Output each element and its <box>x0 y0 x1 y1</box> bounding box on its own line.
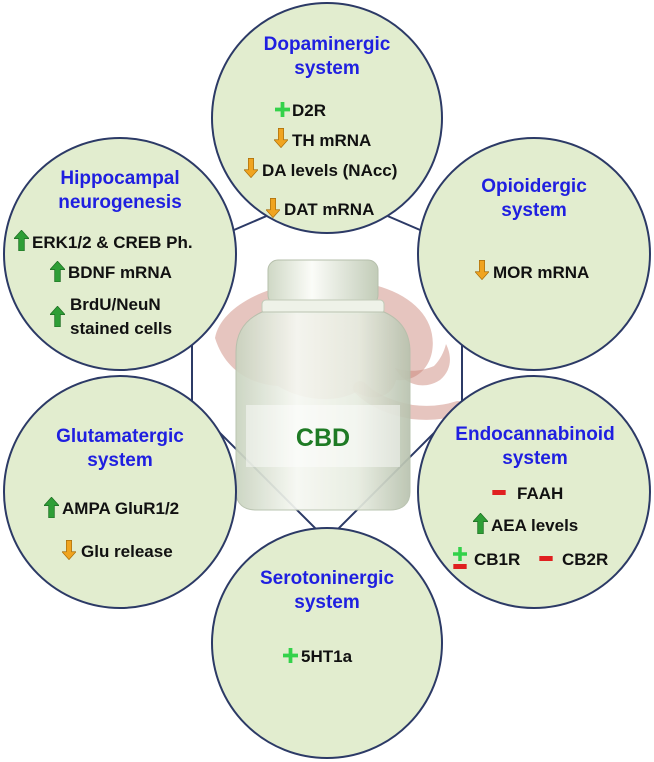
endocannabinoid-title-line2: system <box>502 448 568 469</box>
bottle-cap <box>267 259 379 306</box>
endocannabinoid-item: FAAH <box>517 484 563 503</box>
serotoninergic-item: 5HT1a <box>301 647 353 666</box>
hippocampal-item: BrdU/NeuN <box>70 295 161 314</box>
bottle-body <box>235 311 411 511</box>
endocannabinoid-item: CB2R <box>562 550 608 569</box>
hippocampal-item: BDNF mRNA <box>68 263 172 282</box>
opioidergic-item: MOR mRNA <box>493 263 589 282</box>
hippocampal-title-line1: Hippocampal <box>60 168 179 189</box>
glutamatergic-title-line1: Glutamatergic <box>56 426 184 447</box>
dopaminergic-item: DAT mRNA <box>284 200 374 219</box>
hippocampal-item: stained cells <box>70 319 172 338</box>
opioidergic-title-line1: Opioidergic <box>481 176 587 197</box>
dopaminergic-item: TH mRNA <box>292 131 371 150</box>
hippocampal-neurogenesis-circle: Hippocampal neurogenesis ERK1/2 & CREB P… <box>3 137 237 371</box>
glutamatergic-item: AMPA GluR1/2 <box>62 499 179 518</box>
endocannabinoid-system-circle: Endocannabinoid system FAAH AEA levels C… <box>417 375 651 609</box>
hippocampal-title-line2: neurogenesis <box>58 192 182 213</box>
glutamatergic-title-line2: system <box>87 450 153 471</box>
dopaminergic-title-line1: Dopaminergic <box>264 34 391 55</box>
dopaminergic-item: D2R <box>292 101 326 120</box>
endocannabinoid-item: CB1R <box>474 550 520 569</box>
glutamatergic-item: Glu release <box>81 542 173 561</box>
bottle-label <box>246 405 400 467</box>
serotoninergic-title-line1: Serotoninergic <box>260 568 395 589</box>
dopaminergic-title-line2: system <box>294 58 360 79</box>
serotoninergic-system-circle: Serotoninergic system 5HT1a <box>211 527 443 759</box>
dopaminergic-item: DA levels (NAcc) <box>262 161 397 180</box>
opioidergic-title-line2: system <box>501 200 567 221</box>
minus-icon <box>539 556 553 561</box>
dopaminergic-system-circle: Dopaminergic system D2R TH mRNA DA level… <box>211 2 443 234</box>
serotoninergic-title-line2: system <box>294 592 360 613</box>
endocannabinoid-title-line1: Endocannabinoid <box>455 424 614 445</box>
hippocampal-item: ERK1/2 & CREB Ph. <box>32 233 193 252</box>
cbd-bottle: CBD <box>235 259 411 511</box>
opioidergic-system-circle: Opioidergic system MOR mRNA <box>417 137 651 371</box>
endocannabinoid-item: AEA levels <box>491 516 578 535</box>
cbd-label: CBD <box>296 424 350 452</box>
glutamatergic-system-circle: Glutamatergic system AMPA GluR1/2 Glu re… <box>3 375 237 609</box>
minus-icon <box>492 490 506 495</box>
